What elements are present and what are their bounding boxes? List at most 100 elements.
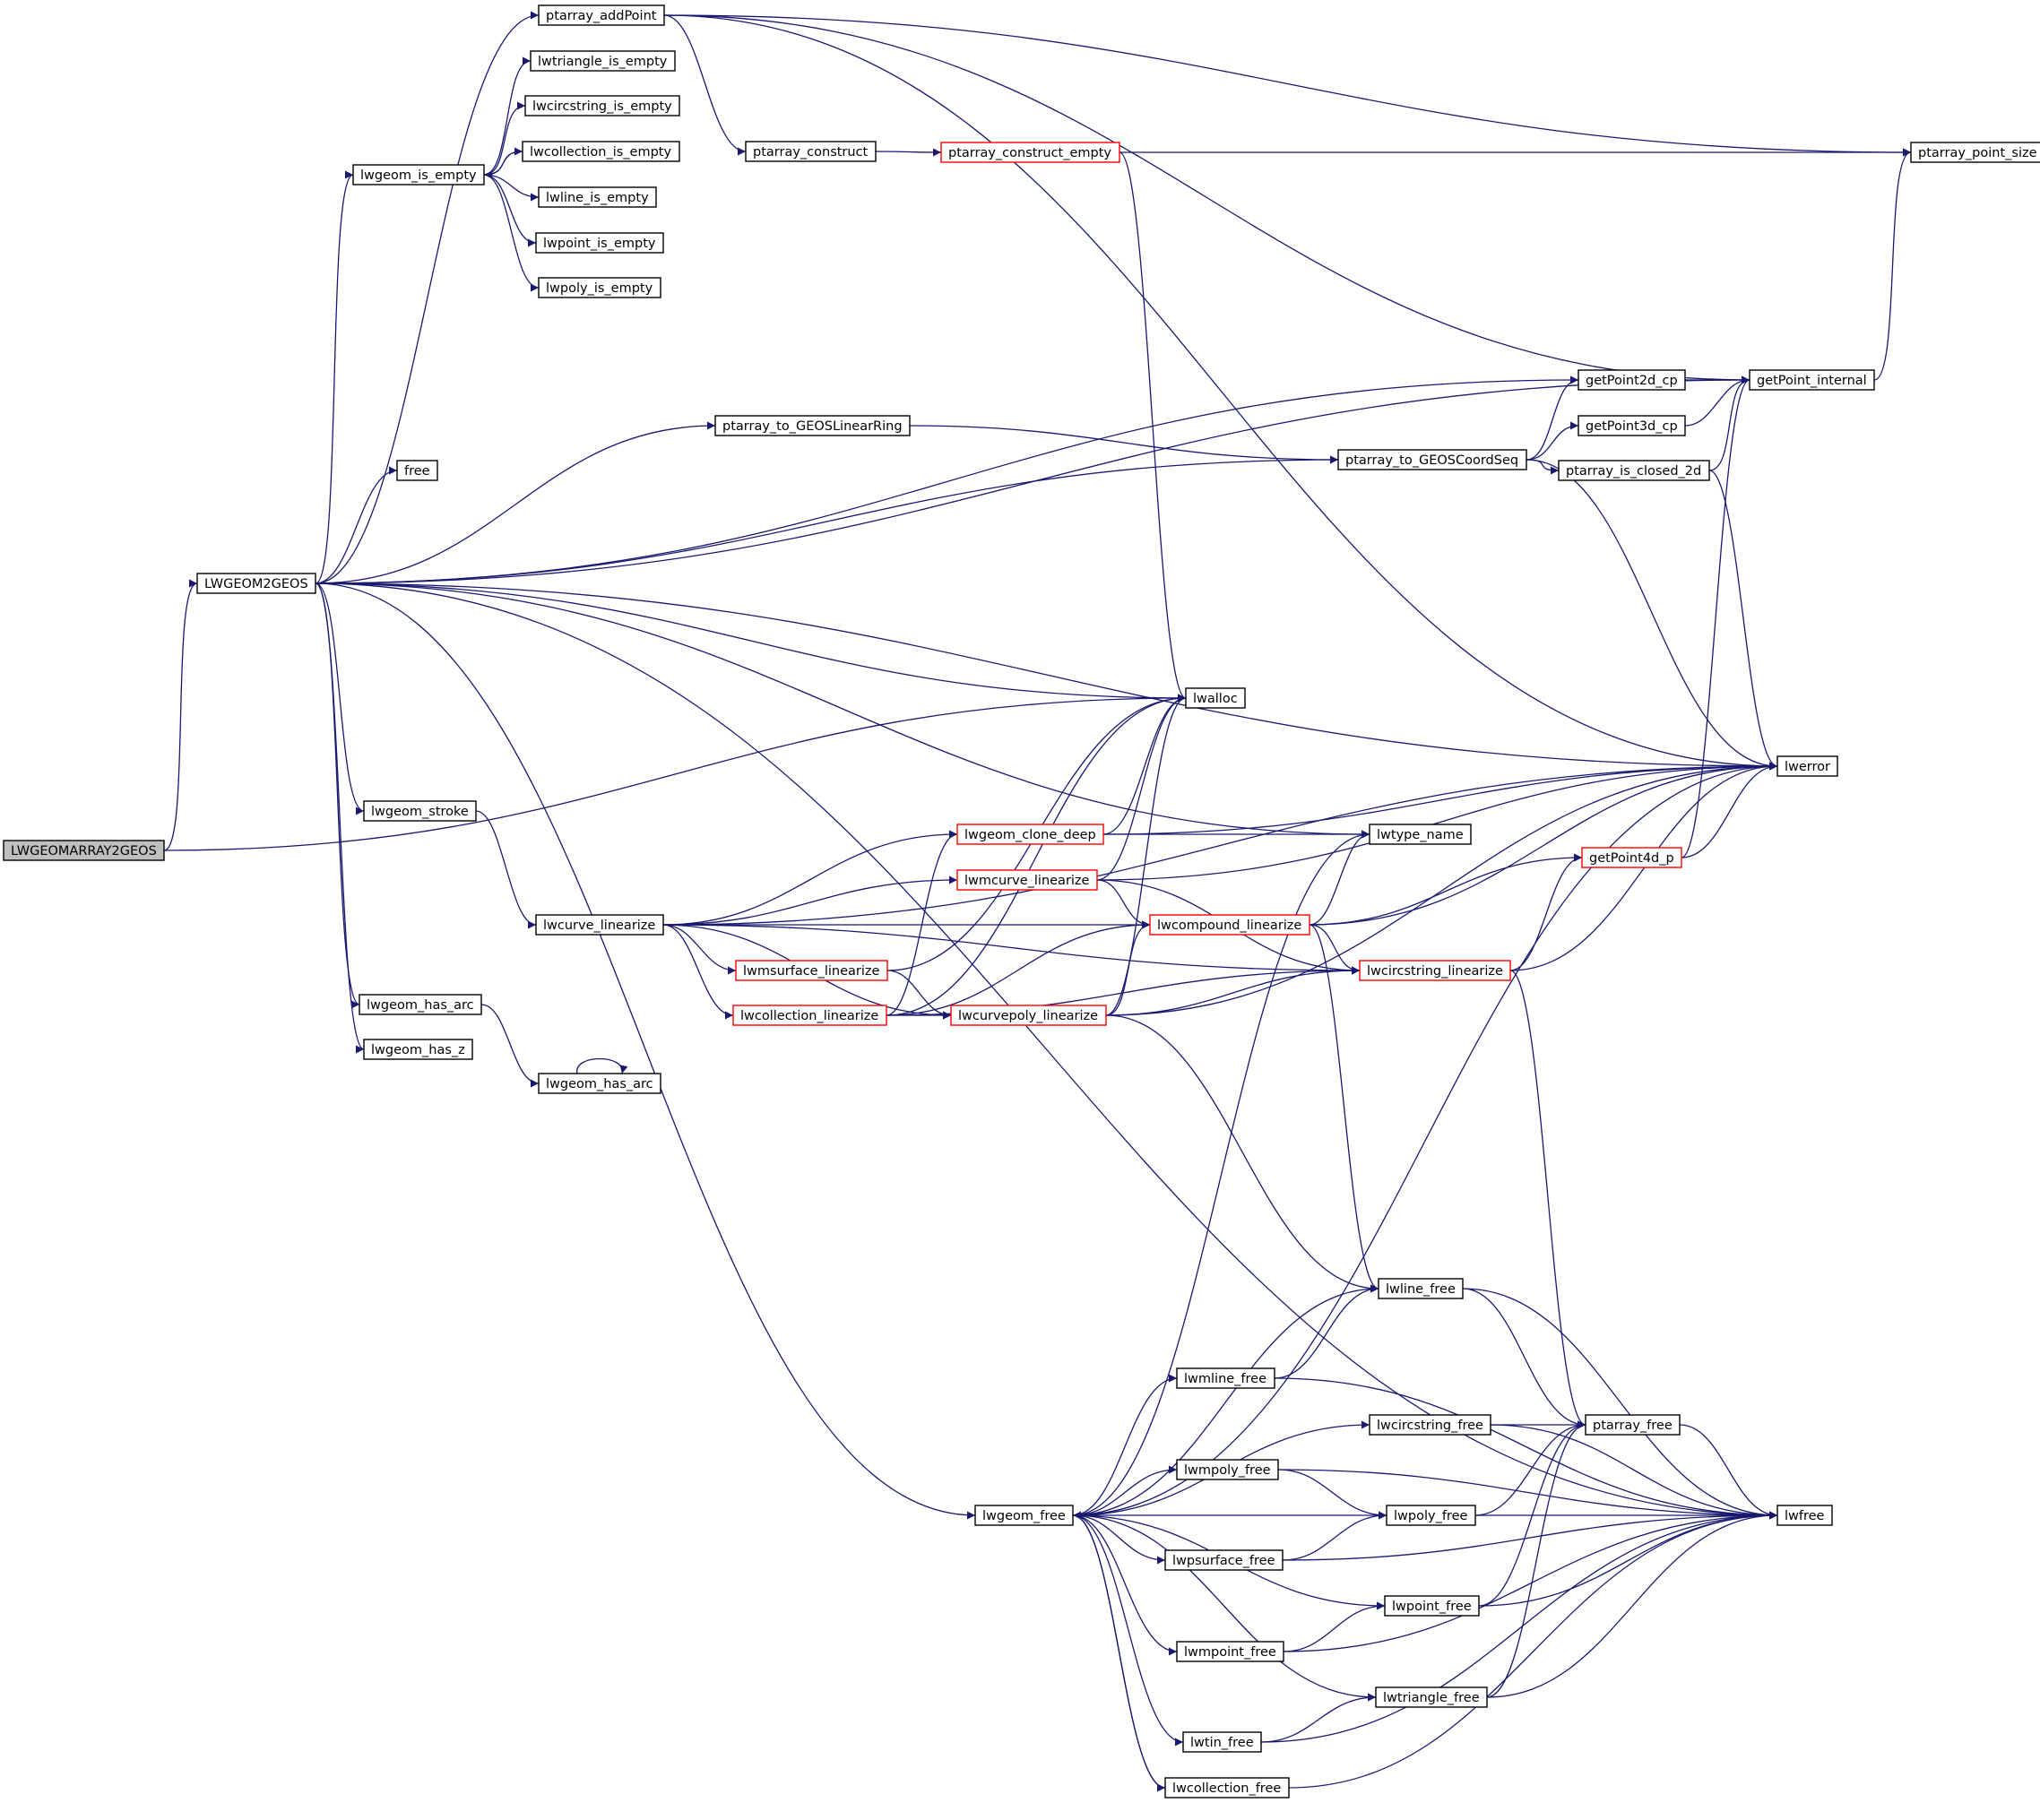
node-lwcircstring-free[interactable]: lwcircstring_free: [1369, 1414, 1491, 1436]
node-lwline-free[interactable]: lwline_free: [1378, 1278, 1464, 1299]
node-ptarray-to-geoslinearring[interactable]: ptarray_to_GEOSLinearRing: [714, 415, 911, 436]
node-lwline-is-empty[interactable]: lwline_is_empty: [538, 186, 657, 208]
edge-lwmline_free-to-lwline_free: [1274, 1284, 1379, 1379]
node-label: lwpoint_free: [1392, 1600, 1472, 1614]
node-label: ptarray_to_GEOSCoordSeq: [1345, 453, 1518, 468]
node-lwcircstring-linearize[interactable]: lwcircstring_linearize: [1359, 960, 1511, 981]
node-lwcompound-linearize[interactable]: lwcompound_linearize: [1149, 914, 1310, 936]
call-edge: [315, 455, 1339, 584]
node-lwpoly-free[interactable]: lwpoly_free: [1386, 1505, 1476, 1526]
node-label: lwgeom_has_arc: [546, 1077, 653, 1091]
call-edge: [909, 425, 1339, 464]
node-lwgeom-free[interactable]: lwgeom_free: [974, 1505, 1074, 1526]
call-edge: [163, 579, 198, 851]
node-label: lwerror: [1785, 760, 1830, 774]
node-lwtype-name[interactable]: lwtype_name: [1369, 824, 1472, 845]
edge-lwcurve_linearize-to-lwmcurve_linearize: [662, 875, 958, 926]
edge-ptarray_to_geoscoordseq-to-getpoint2d_cp: [1526, 375, 1579, 461]
node-label: getPoint4d_p: [1589, 851, 1674, 866]
node-root[interactable]: LWGEOMARRAY2GEOS: [3, 840, 165, 861]
node-lwmpoint-free[interactable]: lwmpoint_free: [1176, 1641, 1284, 1662]
edge-lwcollection_free-to-lwgeom_free: [1072, 1511, 1166, 1789]
node-lwcurvepoly-linearize[interactable]: lwcurvepoly_linearize: [950, 1005, 1107, 1026]
node-lwcollection-is-empty[interactable]: lwcollection_is_empty: [522, 141, 680, 162]
node-lwpsurface-free[interactable]: lwpsurface_free: [1164, 1549, 1284, 1571]
edge-lwgeom2geos-to-lwgeom_has_z: [315, 582, 365, 1054]
node-label: getPoint_internal: [1757, 374, 1867, 388]
node-label: lwgeom_has_arc: [367, 998, 474, 1013]
node-lwtriangle-is-empty[interactable]: lwtriangle_is_empty: [530, 50, 676, 72]
call-edge: [1462, 1288, 1586, 1429]
node-free[interactable]: free: [396, 460, 438, 481]
node-ptarray-point-size[interactable]: ptarray_point_size: [1910, 142, 2040, 163]
call-edge: [662, 924, 734, 1020]
node-lwcircstring-is-empty[interactable]: lwcircstring_is_empty: [524, 95, 680, 116]
node-lwmline-free[interactable]: lwmline_free: [1176, 1367, 1275, 1389]
node-getpoint4d-p[interactable]: getPoint4d_p: [1581, 847, 1682, 868]
edge-lwgeom_free-to-lwmpoly_free: [1072, 1465, 1178, 1516]
call-edge: [483, 56, 532, 176]
edge-lwmpoint_free-to-lwpoint_free: [1283, 1601, 1386, 1652]
node-lwerror[interactable]: lwerror: [1776, 755, 1838, 777]
edge-lwcurvepoly_linearize-to-lwerror: [1105, 762, 1778, 1016]
node-getpoint2d-cp[interactable]: getPoint2d_cp: [1578, 369, 1686, 391]
edge-ptarray_addpoint-to-lwerror: [663, 14, 1778, 771]
node-lwtin-free[interactable]: lwtin_free: [1182, 1731, 1262, 1753]
edge-lwgeom_stroke-to-lwcurve_linearize: [475, 810, 537, 929]
node-ptarray-construct-empty[interactable]: ptarray_construct_empty: [940, 142, 1120, 163]
node-ptarray-construct[interactable]: ptarray_construct: [745, 141, 877, 162]
edge-ptarray_addpoint-to-getpoint_internal: [663, 14, 1750, 384]
node-lwmpoly-free[interactable]: lwmpoly_free: [1176, 1459, 1279, 1480]
node-lwcollection-linearize[interactable]: lwcollection_linearize: [732, 1005, 887, 1026]
edge-lwline_free-to-lwfree: [1462, 1288, 1778, 1520]
node-label: free: [404, 464, 430, 479]
call-edge: [1679, 1424, 1778, 1520]
edge-root-to-lwgeom2geos: [163, 579, 198, 851]
node-lwgeom-stroke[interactable]: lwgeom_stroke: [363, 800, 477, 822]
node-lwgeom-has-arc-a[interactable]: lwgeom_has_arc: [359, 994, 482, 1015]
node-lwtriangle-free[interactable]: lwtriangle_free: [1375, 1686, 1488, 1708]
node-lwpoly-is-empty[interactable]: lwpoly_is_empty: [538, 277, 661, 298]
call-edge: [315, 582, 976, 1520]
call-edge: [1274, 1377, 1778, 1520]
node-label: LWGEOMARRAY2GEOS: [11, 844, 157, 858]
node-lwgeom-has-arc-b[interactable]: lwgeom_has_arc: [538, 1073, 661, 1094]
node-lwfree[interactable]: lwfree: [1776, 1505, 1833, 1526]
edge-lwgeom_free-to-lwtype_name: [1072, 830, 1370, 1516]
edge-lwgeom_free-to-lwtriangle_free: [1072, 1514, 1377, 1702]
call-edge: [1102, 694, 1187, 835]
edge-lwline_free-to-ptarray_free: [1462, 1288, 1586, 1429]
node-getpoint-internal[interactable]: getPoint_internal: [1749, 369, 1875, 391]
node-lwgeom2geos[interactable]: LWGEOM2GEOS: [196, 573, 316, 594]
node-label: lwcurve_linearize: [543, 919, 655, 933]
node-label: getPoint3d_cp: [1586, 419, 1678, 434]
node-lwpoint-is-empty[interactable]: lwpoint_is_empty: [535, 232, 664, 254]
node-ptarray-is-closed-2d[interactable]: ptarray_is_closed_2d: [1558, 460, 1710, 481]
call-edge: [1681, 375, 1750, 858]
node-lwmcurve-linearize[interactable]: lwmcurve_linearize: [956, 869, 1098, 891]
edge-lwgeom2geos-to-lwtype_name: [315, 582, 1370, 839]
node-lwalloc[interactable]: lwalloc: [1185, 687, 1246, 709]
edge-getpoint4d_p-to-lwerror: [1681, 762, 1778, 858]
node-lwmsurface-linearize[interactable]: lwmsurface_linearize: [735, 960, 888, 981]
node-ptarray-addpoint[interactable]: ptarray_addPoint: [538, 4, 665, 26]
node-ptarray-free[interactable]: ptarray_free: [1585, 1414, 1681, 1436]
node-lwgeom-has-z[interactable]: lwgeom_has_z: [363, 1039, 473, 1060]
node-lwgeom-clone-deep[interactable]: lwgeom_clone_deep: [956, 824, 1104, 845]
call-edge: [1526, 459, 1778, 771]
node-getpoint3d-cp[interactable]: getPoint3d_cp: [1578, 415, 1686, 436]
node-lwcurve-linearize[interactable]: lwcurve_linearize: [535, 914, 664, 936]
edge-lwgeom_free-to-lwpsurface_free: [1072, 1514, 1166, 1565]
node-ptarray-to-geoscoordseq[interactable]: ptarray_to_GEOSCoordSeq: [1337, 449, 1527, 470]
node-lwgeom-is-empty[interactable]: lwgeom_is_empty: [352, 164, 485, 185]
edge-lwgeom_clone_deep-to-lwerror: [1102, 762, 1778, 835]
call-edge: [1282, 1511, 1778, 1561]
call-edge: [662, 875, 958, 926]
call-edge: [1105, 694, 1187, 1016]
node-lwcollection-free[interactable]: lwcollection_free: [1164, 1777, 1290, 1798]
edge-ptarray_addpoint-to-ptarray_point_size: [663, 14, 1912, 157]
node-lwpoint-free[interactable]: lwpoint_free: [1384, 1595, 1480, 1617]
edge-lwcurve_linearize-to-lwgeom_clone_deep: [662, 830, 958, 926]
node-label: lwcurvepoly_linearize: [958, 1009, 1098, 1023]
